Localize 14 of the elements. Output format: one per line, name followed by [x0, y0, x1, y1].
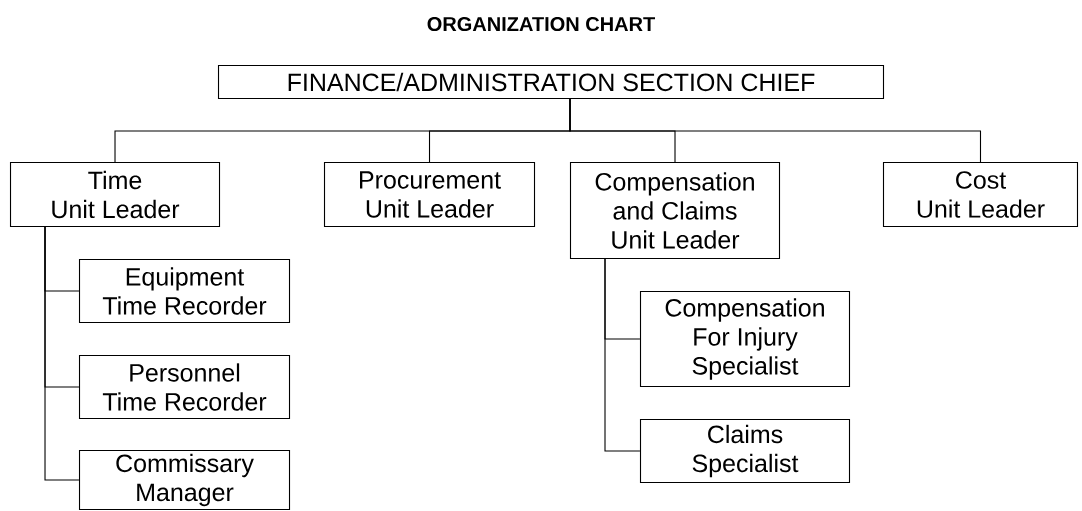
org-box: Compensation For Injury Specialist — [639, 290, 851, 388]
org-box: Personnel Time Recorder — [78, 354, 291, 420]
org-box: FINANCE/ADMINISTRATION SECTION CHIEF — [217, 64, 885, 100]
connector-line — [44, 226, 80, 481]
org-box: Commissary Manager — [78, 449, 291, 511]
connector-line — [604, 258, 641, 452]
org-box: Procurement Unit Leader — [323, 161, 536, 228]
org-box: Compensation and Claims Unit Leader — [569, 161, 781, 260]
org-box: Equipment Time Recorder — [78, 258, 291, 324]
org-box: Cost Unit Leader — [882, 161, 1079, 228]
chart-title: ORGANIZATION CHART — [427, 16, 655, 32]
org-box: Claims Specialist — [639, 418, 851, 484]
org-box: Time Unit Leader — [9, 161, 221, 228]
connector-line — [569, 98, 982, 163]
